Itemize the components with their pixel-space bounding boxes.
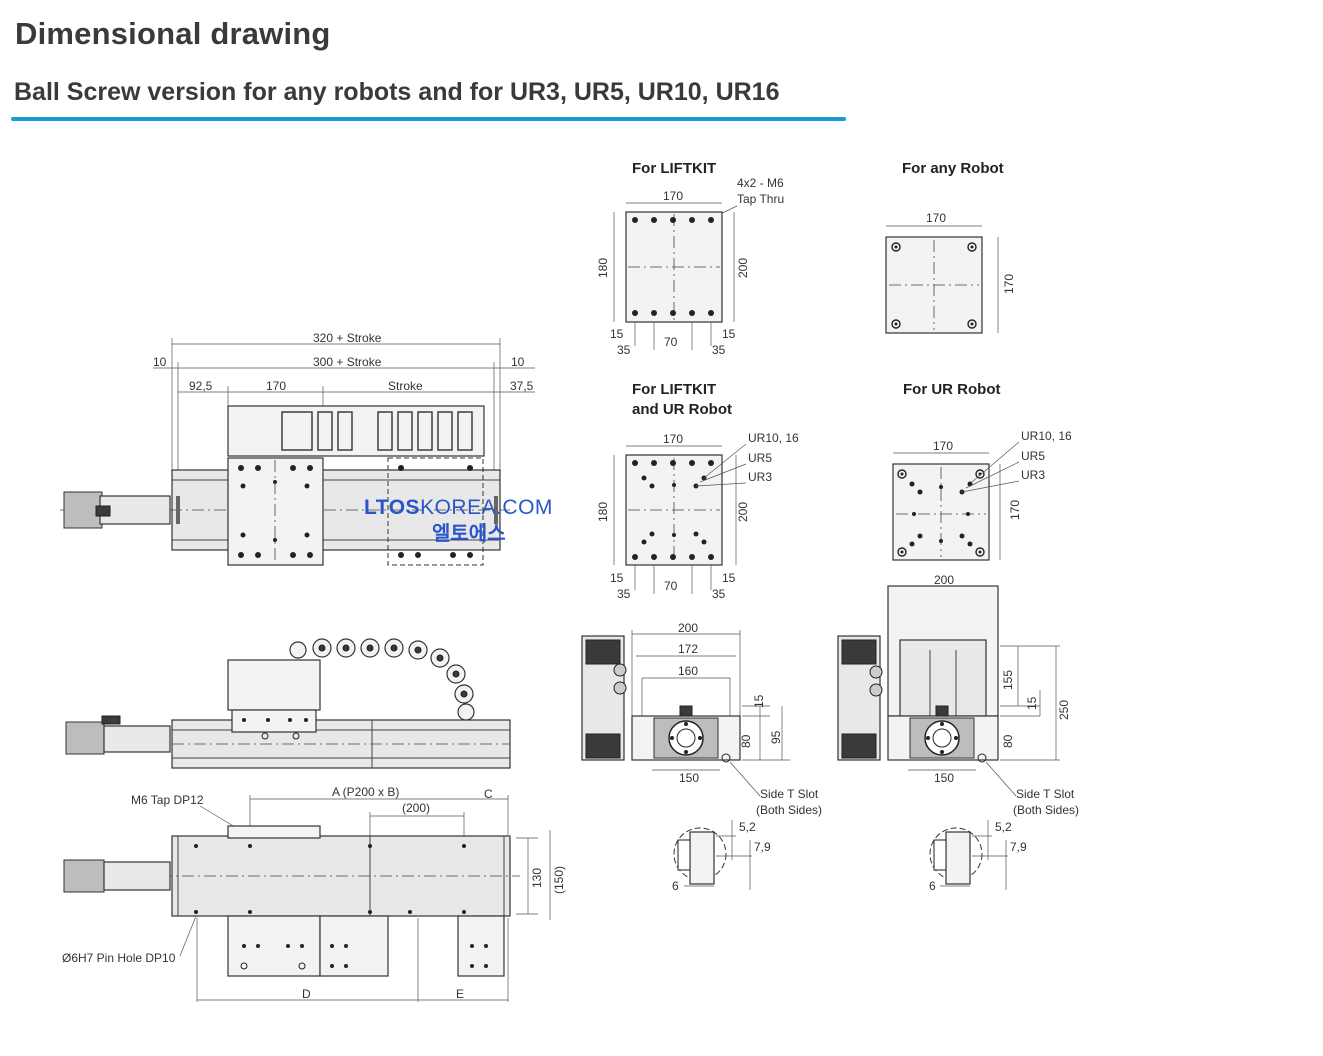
dim-lk-35a: 35 [617, 343, 631, 357]
dim-170: 170 [266, 379, 286, 393]
label-lkur-ur10: UR10, 16 [748, 431, 799, 445]
dim-lkur-70: 70 [664, 579, 678, 593]
label-ur-ur5: UR5 [1021, 449, 1045, 463]
label-lkur-ur5: UR5 [748, 451, 772, 465]
dim-10-left: 10 [153, 355, 167, 369]
dim-secr-15: 15 [1025, 696, 1039, 710]
dim-liftkit-200: 200 [736, 258, 750, 278]
panel-lkur-title-1: For LIFTKIT [632, 381, 716, 398]
dim-secr-155: 155 [1001, 670, 1015, 690]
dim-lk-15b: 15 [722, 327, 736, 341]
panel-liftkit-ur: For LIFTKIT and UR Robot 170 180 200 UR1… [596, 381, 799, 601]
cable-chain-arc [289, 638, 475, 721]
dim-secl-95: 95 [769, 730, 783, 744]
label-secr-both: (Both Sides) [1013, 803, 1079, 817]
page-title: Dimensional drawing [15, 16, 331, 51]
dim-92-5: 92,5 [189, 379, 213, 393]
dim-secr-79: 7,9 [1010, 840, 1027, 854]
panel-ur-robot: For UR Robot 170 170 UR10, 16 UR5 UR3 [892, 381, 1072, 561]
dim-secr-250: 250 [1057, 700, 1071, 720]
dim-secr-52: 5,2 [995, 820, 1012, 834]
dim-secl-80: 80 [739, 734, 753, 748]
label-secl-slot: Side T Slot [760, 787, 819, 801]
label-tap-thru: Tap Thru [737, 192, 784, 206]
dim-d: D [302, 987, 311, 1001]
top-view: 320 + Stroke 300 + Stroke 10 10 92,5 170… [60, 331, 535, 566]
ur-holes [909, 481, 973, 547]
dim-lk-15a: 15 [610, 327, 624, 341]
panel-ur-title: For UR Robot [903, 381, 1000, 398]
dim-lk-35b: 35 [712, 343, 726, 357]
panel-any-robot-title: For any Robot [902, 160, 1004, 177]
dim-liftkit-180: 180 [596, 258, 610, 278]
watermark-korean: 엘토에스 [432, 522, 506, 545]
dim-secl-150: 150 [679, 771, 699, 785]
dim-lkur-180: 180 [596, 502, 610, 522]
cable-chain-links [281, 411, 473, 451]
dim-150-paren: (150) [552, 866, 566, 894]
dim-300-stroke: 300 + Stroke [313, 355, 382, 369]
panel-liftkit-title: For LIFTKIT [632, 160, 716, 177]
panel-any-robot: For any Robot 170 170 [885, 160, 1016, 334]
dim-200-pitch: (200) [402, 801, 430, 815]
dim-ur-170w: 170 [933, 439, 953, 453]
panel-lkur-title-2: and UR Robot [632, 401, 732, 418]
dim-lk-70: 70 [664, 335, 678, 349]
panel-liftkit: For LIFTKIT 4x2 - M6 Tap Thru 170 180 20… [596, 160, 784, 357]
dim-lkur-170: 170 [663, 432, 683, 446]
dim-lkur-35a: 35 [617, 587, 631, 601]
dim-lkur-15a: 15 [610, 571, 624, 585]
dim-a: A (P200 x B) [332, 785, 399, 799]
dim-lkur-15b: 15 [722, 571, 736, 585]
title-underline [11, 117, 846, 121]
dim-37-5: 37,5 [510, 379, 534, 393]
dim-c: C [484, 787, 493, 801]
dim-secr-80: 80 [1001, 734, 1015, 748]
label-lkur-ur3: UR3 [748, 470, 772, 484]
dim-e: E [456, 987, 464, 1001]
dim-secl-160: 160 [678, 664, 698, 678]
label-secr-slot: Side T Slot [1016, 787, 1075, 801]
dim-ur-170h: 170 [1008, 500, 1022, 520]
dim-secl-52: 5,2 [739, 820, 756, 834]
watermark-ltos: LTOSKOREA.COM [364, 496, 553, 519]
section-right: 200 172 170 160 155 15 250 80 150 [837, 573, 1079, 893]
dim-10-right: 10 [511, 355, 525, 369]
dim-secl-79: 7,9 [754, 840, 771, 854]
dim-secr-6: 6 [929, 879, 936, 893]
side-view [65, 638, 511, 769]
bottom-view: A (P200 x B) (200) C M6 Tap DP12 Ø6H7 Pi… [62, 785, 566, 1002]
section-left: 200 172 160 15 80 95 150 Side T Slot (Bo… [581, 621, 822, 893]
label-m6-tap: M6 Tap DP12 [131, 793, 204, 807]
dim-secr-200: 200 [934, 573, 954, 587]
dim-lkur-200: 200 [736, 502, 750, 522]
carriage-holes [238, 465, 313, 558]
liftkit-holes [632, 217, 714, 316]
label-holes: 4x2 - M6 [737, 176, 784, 190]
label-pin-hole: Ø6H7 Pin Hole DP10 [62, 951, 176, 965]
dim-secr-150: 150 [934, 771, 954, 785]
dim-lkur-35b: 35 [712, 587, 726, 601]
dim-stroke: Stroke [388, 379, 423, 393]
label-ur-ur3: UR3 [1021, 468, 1045, 482]
dim-any-170h: 170 [1002, 274, 1016, 294]
dim-130: 130 [530, 868, 544, 888]
dim-secl-172: 172 [678, 642, 698, 656]
label-secl-both: (Both Sides) [756, 803, 822, 817]
page-subtitle: Ball Screw version for any robots and fo… [14, 78, 780, 106]
dim-secl-6: 6 [672, 879, 679, 893]
dim-liftkit-170: 170 [663, 189, 683, 203]
label-ur-ur10: UR10, 16 [1021, 429, 1072, 443]
dim-any-170w: 170 [926, 211, 946, 225]
dim-secl-15: 15 [752, 694, 766, 708]
watermark: LTOSKOREA.COM 엘토에스 [364, 496, 553, 545]
dim-secl-200: 200 [678, 621, 698, 635]
second-carriage-holes [398, 465, 473, 558]
dim-320-stroke: 320 + Stroke [313, 331, 382, 345]
